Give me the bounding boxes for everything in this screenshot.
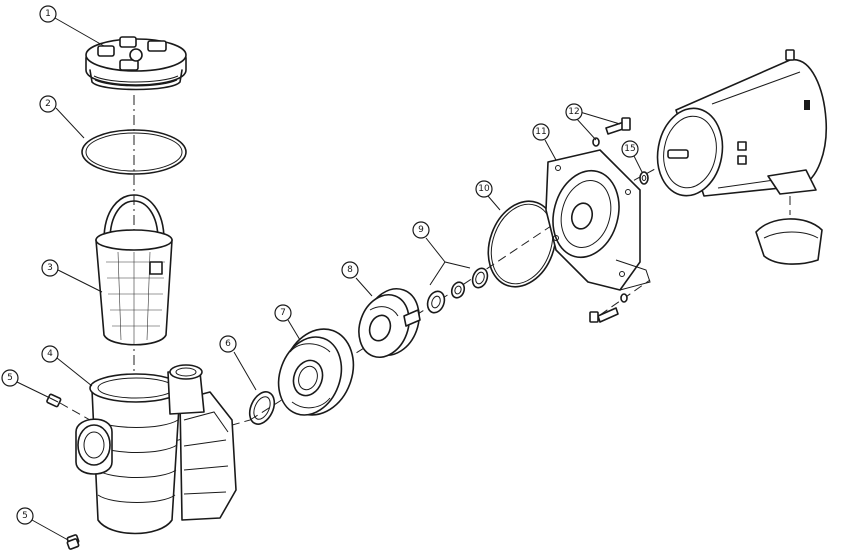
callout-4: 4: [47, 349, 53, 359]
callout-1: 1: [45, 9, 51, 19]
callout-12: 12: [568, 107, 579, 117]
drain-plug-lower: [66, 538, 80, 550]
impeller: [358, 288, 421, 358]
callout-5-lower: 5: [22, 511, 28, 521]
lid-o-ring: [81, 129, 187, 175]
strainer-basket: [95, 194, 173, 346]
diffuser: [277, 328, 355, 416]
callout-9: 9: [418, 225, 424, 235]
callout-6: 6: [225, 339, 231, 349]
drain-plug-upper: [46, 393, 62, 408]
callout-8: 8: [347, 265, 353, 275]
diffuser-gasket: [248, 391, 276, 425]
pump-housing: [66, 364, 237, 546]
motor-base: [755, 169, 823, 265]
seal-plate-o-ring: [487, 200, 557, 288]
callout-5-upper: 5: [7, 373, 13, 383]
callout-10: 10: [478, 184, 490, 194]
shaft-seal: [426, 261, 489, 314]
motor: [656, 49, 828, 197]
seal-plate: [545, 149, 651, 291]
callouts: 1 2 3 4 5 5 6 7 8 9 10 11: [1, 5, 643, 541]
lid-part: [85, 36, 187, 91]
callout-11: 11: [535, 127, 546, 137]
callout-3: 3: [47, 263, 53, 273]
callout-7: 7: [280, 308, 286, 318]
callout-15: 15: [624, 144, 635, 154]
adapter-bolts: [589, 117, 631, 323]
callout-2: 2: [45, 99, 51, 109]
motor-washer: [639, 171, 649, 185]
